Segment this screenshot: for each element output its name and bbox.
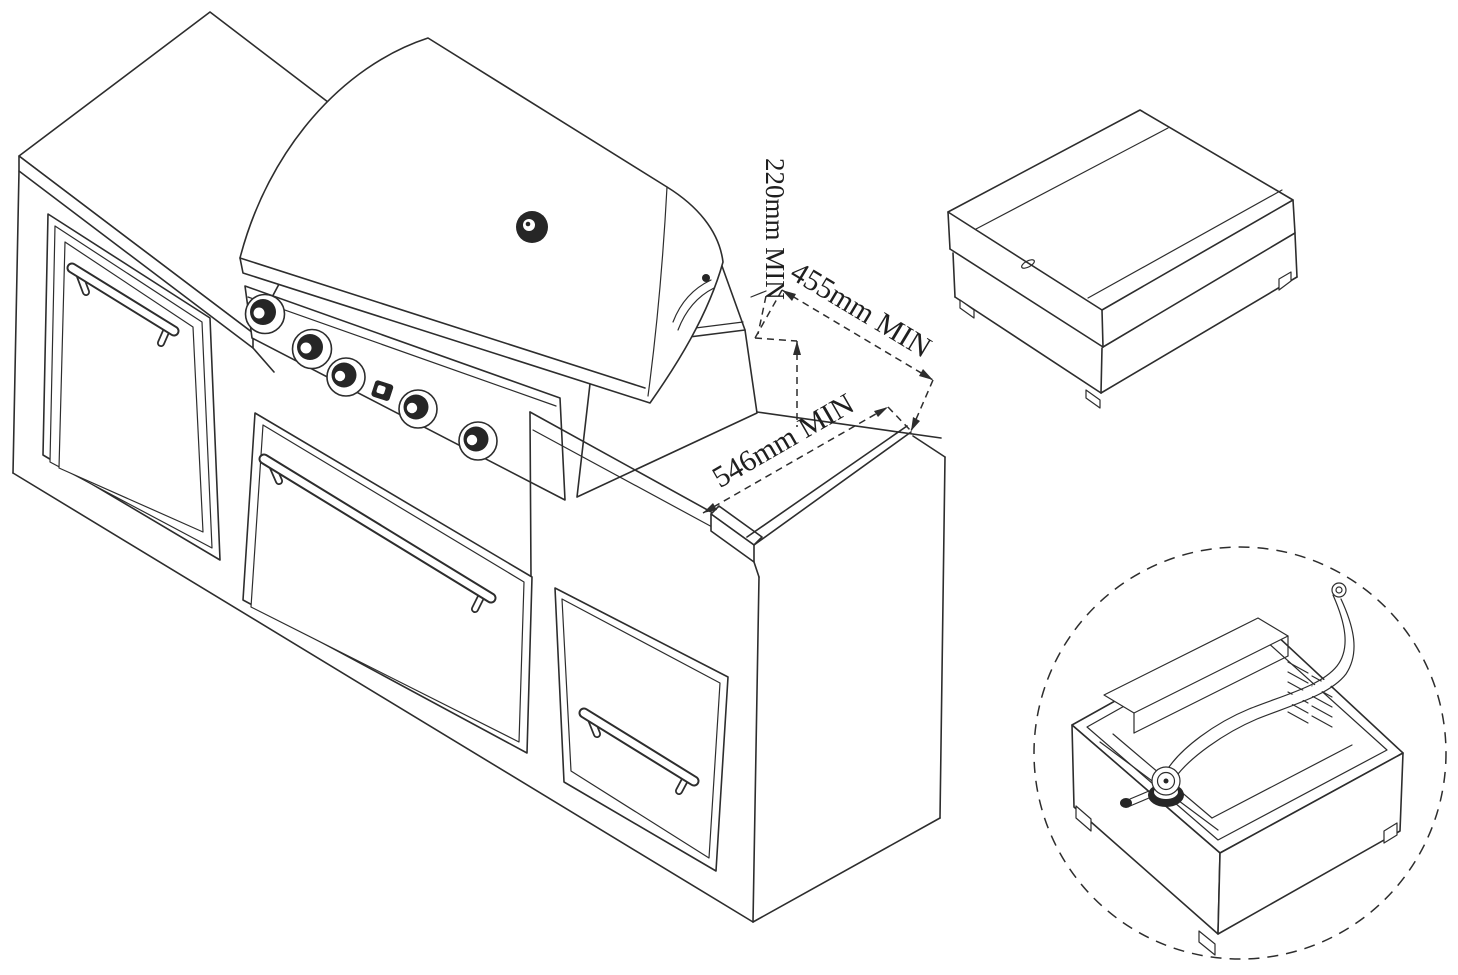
burner-knob-1 <box>244 293 286 335</box>
igniter-button <box>371 380 394 401</box>
burner-body <box>952 233 1298 409</box>
dim-label-depth: 455mm MIN <box>785 255 937 364</box>
burner-knob-4 <box>398 389 438 429</box>
island-outline <box>12 411 946 923</box>
right-section <box>529 411 912 579</box>
gas-hose <box>1166 582 1355 779</box>
detail-circle <box>1033 546 1447 960</box>
side-burner-closed-drawing <box>947 109 1298 409</box>
large-drawer <box>242 412 533 754</box>
bar-end-cap <box>710 505 763 578</box>
hood-side-handle <box>672 279 712 323</box>
foot <box>959 299 975 319</box>
small-drawer-handle <box>578 707 700 795</box>
foot <box>1085 389 1101 409</box>
lid-skirt <box>947 199 1296 348</box>
burner-knob-3 <box>326 357 366 397</box>
control-panel <box>244 285 566 501</box>
foot <box>1198 930 1216 956</box>
foot <box>1383 822 1398 844</box>
large-drawer-handle <box>258 453 497 613</box>
regulator-valve <box>1120 766 1184 808</box>
burner-knob-5 <box>458 421 498 461</box>
dim-tick <box>750 290 767 298</box>
dim-label-height: 220mm MIN <box>760 158 790 300</box>
lid-latch-notch <box>1021 259 1035 269</box>
grill-island-drawing <box>12 11 946 923</box>
foot <box>1278 271 1292 291</box>
foot <box>1075 805 1092 832</box>
back-rail <box>1103 617 1289 734</box>
grill-hood <box>239 37 724 404</box>
hose-end-fitting <box>1331 582 1347 598</box>
side-burner-detail-drawing <box>1033 546 1447 960</box>
burner-knob-2 <box>291 328 333 370</box>
cabinet-door <box>42 213 221 561</box>
hood-thermometer <box>516 211 548 243</box>
small-drawer <box>554 587 729 872</box>
depth-dim-line <box>781 289 934 381</box>
cabinet-door-handle <box>66 262 180 347</box>
